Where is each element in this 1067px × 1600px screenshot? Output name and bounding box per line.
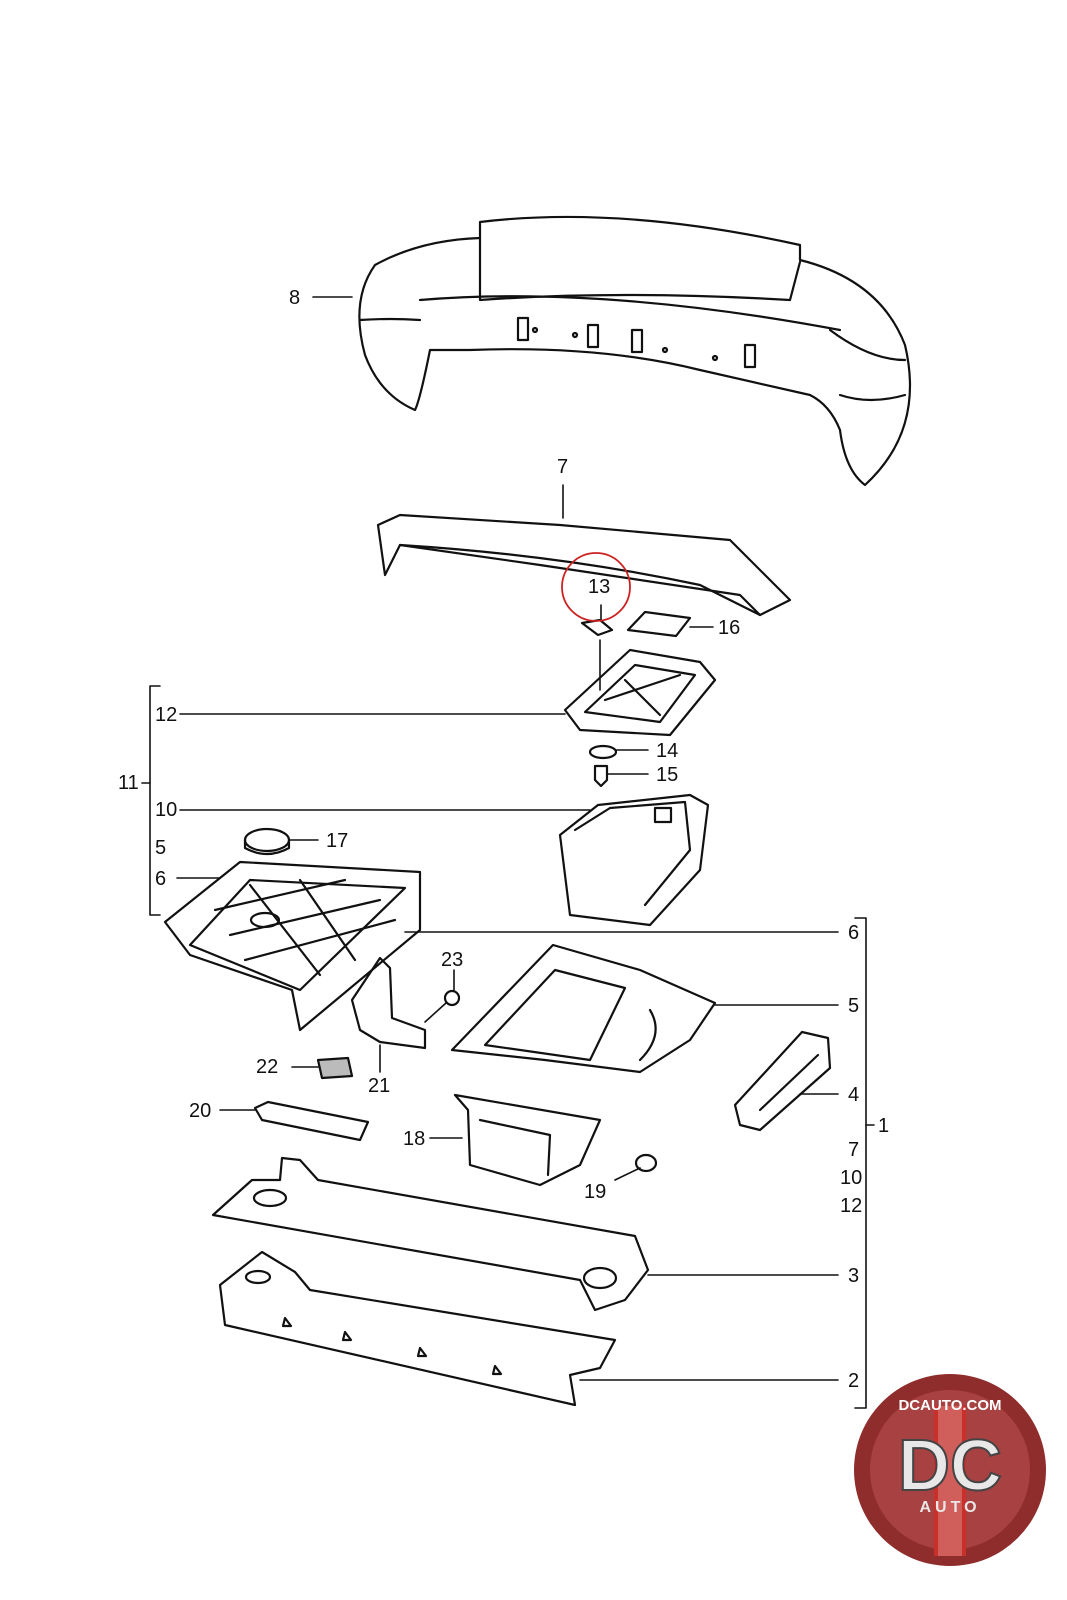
part-6-panel <box>163 860 422 1032</box>
callout-10-left: 10 <box>155 799 178 821</box>
callout-13: 13 <box>588 576 611 598</box>
callout-17: 17 <box>326 830 349 852</box>
logo-letters: DC <box>898 1426 1002 1506</box>
callout-16: 16 <box>718 617 741 639</box>
part-20-strip <box>253 1100 370 1142</box>
part-2-sill <box>218 1250 617 1407</box>
logo-word: AUTO <box>919 1499 980 1516</box>
part-5-well <box>450 943 717 1074</box>
part-4-rail <box>733 1030 832 1132</box>
part-19-grommet <box>634 1153 658 1173</box>
callout-7: 7 <box>557 456 569 478</box>
part-7-crossmember <box>376 513 792 617</box>
part-18-bracket <box>453 1093 602 1187</box>
bracket-left <box>141 685 161 916</box>
part-22-block <box>316 1056 354 1080</box>
logo-site-text: DCAUTO.COM <box>898 1397 1001 1414</box>
part-16-pad <box>626 610 692 638</box>
callout-12-right: 12 <box>840 1195 863 1217</box>
leader-lines <box>176 296 839 1381</box>
callout-8: 8 <box>289 287 301 309</box>
callout-10-right: 10 <box>840 1167 863 1189</box>
part-8-bumper <box>358 215 912 487</box>
part-3-crossmember <box>211 1156 650 1312</box>
callout-23: 23 <box>441 949 464 971</box>
part-12-cover <box>563 648 717 737</box>
callout-6-left: 6 <box>155 868 167 890</box>
part-17-plug <box>243 827 291 856</box>
callout-4: 4 <box>848 1084 860 1106</box>
callout-7-right: 7 <box>848 1139 860 1161</box>
part-13-clip <box>580 618 614 637</box>
part-14-nut <box>588 744 618 760</box>
callout-11: 11 <box>118 772 139 794</box>
callout-14: 14 <box>656 740 679 762</box>
part-21-bracket <box>350 956 427 1050</box>
callout-19: 19 <box>584 1181 607 1203</box>
dcauto-logo: DCAUTO.COM DC AUTO <box>854 1374 1046 1566</box>
part-15-bolt <box>593 764 609 788</box>
callout-20: 20 <box>189 1100 212 1122</box>
callout-21: 21 <box>368 1075 391 1097</box>
callout-1: 1 <box>878 1115 890 1137</box>
callout-5-right: 5 <box>848 995 860 1017</box>
callout-18: 18 <box>403 1128 426 1150</box>
bracket-right <box>854 917 875 1409</box>
callout-3: 3 <box>848 1265 860 1287</box>
callout-12-left: 12 <box>155 704 178 726</box>
callout-22: 22 <box>256 1056 279 1078</box>
part-10-tub <box>558 793 710 927</box>
callout-5-left: 5 <box>155 837 167 859</box>
part-23-clip <box>443 989 461 1007</box>
callout-6-right: 6 <box>848 922 860 944</box>
highlight-circle <box>561 552 631 622</box>
callout-15: 15 <box>656 764 679 786</box>
callout-2: 2 <box>848 1370 860 1392</box>
